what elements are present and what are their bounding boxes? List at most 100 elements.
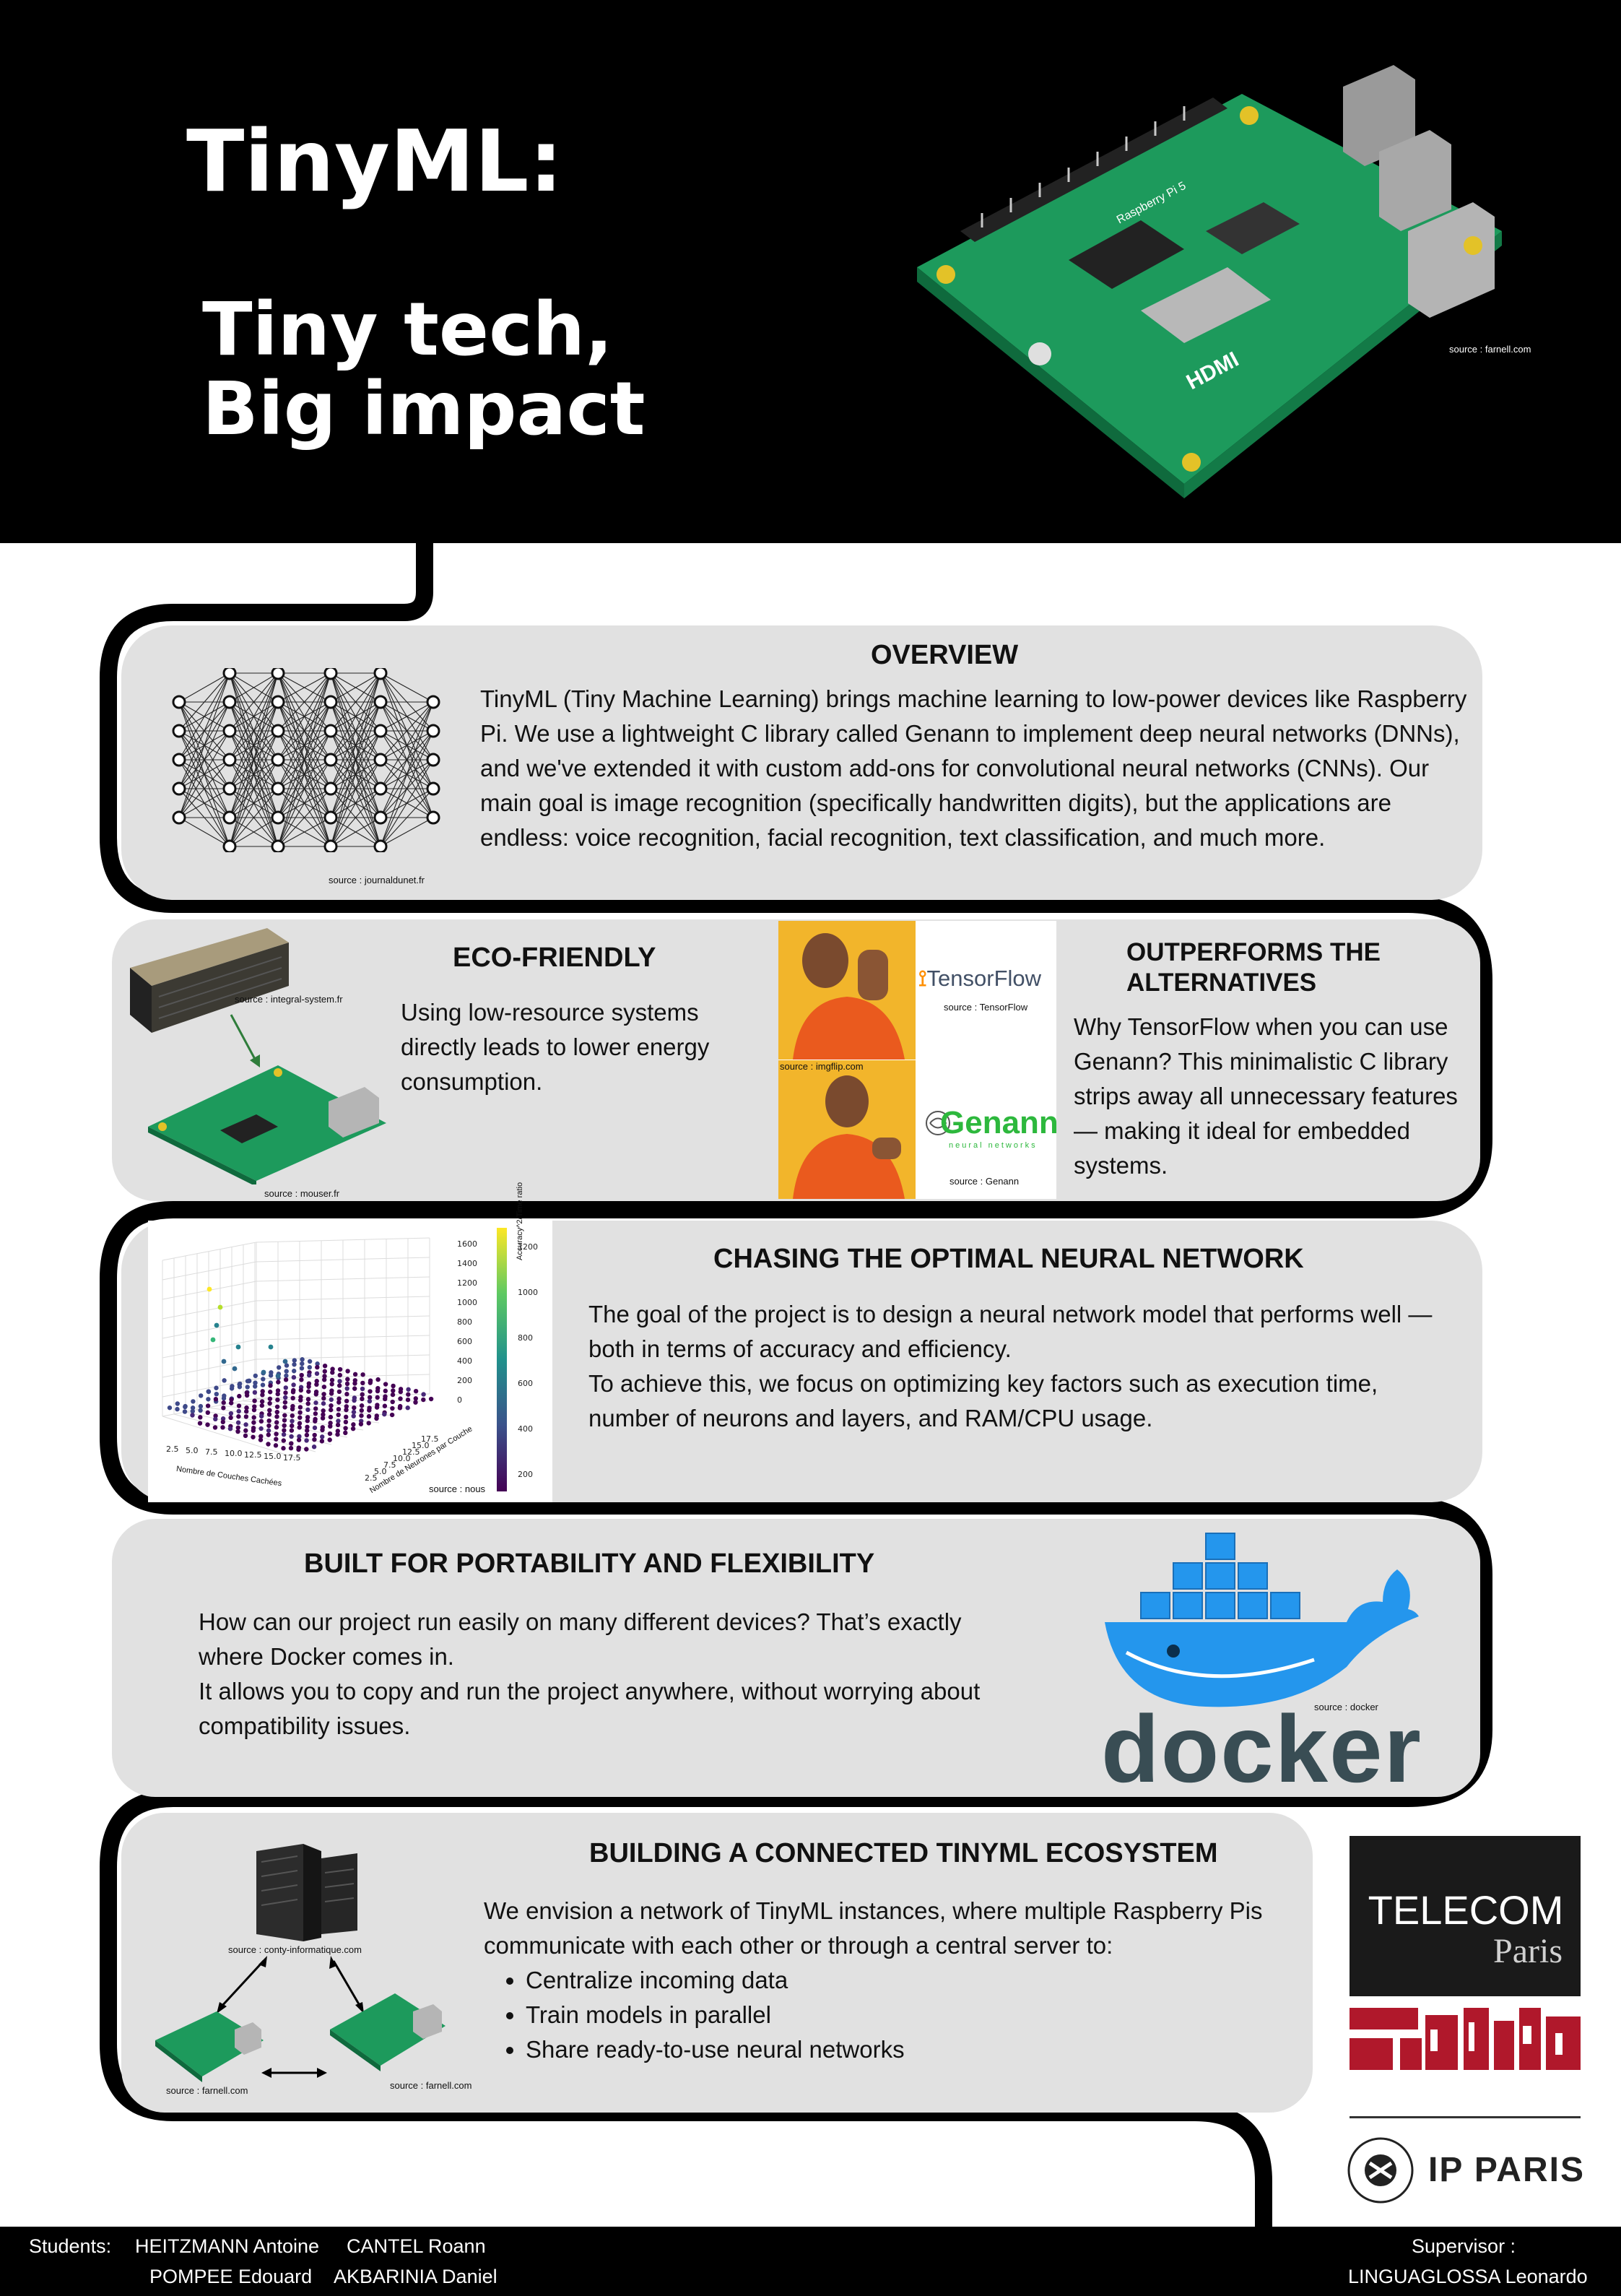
data-point [266, 1423, 271, 1429]
data-point [383, 1396, 388, 1402]
nn-node [426, 810, 440, 825]
data-point [282, 1428, 287, 1433]
data-point [206, 1397, 211, 1402]
data-point [282, 1413, 287, 1418]
nn-node [323, 839, 338, 852]
nn-edge [380, 701, 434, 789]
nn-node [222, 695, 237, 709]
colorbar-tick-label: 1200 [518, 1242, 538, 1252]
tensorflow-icon: ⟟ [918, 966, 927, 991]
data-point [299, 1372, 304, 1378]
data-point [320, 1427, 325, 1433]
nn-edge [277, 730, 331, 847]
nn-node [271, 839, 285, 852]
data-point [217, 1304, 223, 1310]
data-point [307, 1359, 313, 1364]
pi1-source: source : farnell.com [166, 2085, 248, 2096]
docker-wordmark: docker [1101, 1696, 1422, 1802]
student-name: AKBARINIA Daniel [334, 2266, 497, 2287]
nn-edge [178, 672, 230, 732]
genann-brain-icon [926, 1111, 950, 1135]
data-point [390, 1392, 396, 1398]
data-point [344, 1414, 349, 1420]
data-point [336, 1418, 341, 1424]
data-point [291, 1374, 297, 1380]
grid-line [162, 1339, 257, 1359]
colorbar-tick-label: 400 [518, 1424, 533, 1434]
data-point [267, 1400, 272, 1406]
nn-node [323, 753, 338, 767]
data-point [406, 1392, 411, 1397]
data-point [228, 1415, 233, 1421]
data-point [428, 1396, 434, 1402]
colorbar-tick-label: 1000 [518, 1288, 538, 1297]
data-point [391, 1388, 396, 1393]
data-point [268, 1383, 273, 1388]
data-point [299, 1366, 305, 1371]
nn-edge [277, 672, 331, 761]
data-point [252, 1398, 257, 1403]
data-point [282, 1423, 287, 1429]
nn-node [271, 724, 285, 738]
data-point [327, 1431, 333, 1437]
data-point [343, 1426, 348, 1431]
data-point [375, 1395, 380, 1400]
nn-node [172, 781, 186, 796]
data-point [374, 1416, 379, 1421]
nn-node [172, 753, 186, 767]
data-point [297, 1425, 302, 1430]
data-point [282, 1400, 288, 1405]
data-point [345, 1377, 350, 1382]
data-point [273, 1443, 279, 1448]
data-point [351, 1422, 356, 1427]
ip-paris-seal-icon [1347, 2137, 1414, 2204]
nn-edge [380, 672, 434, 703]
data-point [344, 1407, 349, 1413]
grid-line [162, 1320, 257, 1339]
data-point [268, 1344, 274, 1350]
genann-source: source : Genann [949, 1176, 1020, 1187]
data-point [366, 1421, 371, 1426]
data-point [283, 1390, 288, 1395]
nn-edge [178, 672, 230, 789]
chasing-heading: CHASING THE OPTIMAL NEURAL NETWORK [713, 1244, 1304, 1274]
data-point [397, 1405, 403, 1411]
telecom-paris-logo [1350, 1836, 1581, 1996]
data-point [252, 1390, 258, 1395]
nn-node [222, 753, 237, 767]
scatter-3d-chart: 0200400600800100012001400160020040060080… [162, 1228, 538, 1491]
nn-edge [229, 672, 279, 818]
data-point [275, 1388, 281, 1393]
chasing-text2-content: To achieve this, we focus on optimizing … [588, 1370, 1378, 1431]
nn-edge [330, 672, 381, 761]
data-point [297, 1410, 303, 1415]
data-point [190, 1408, 195, 1414]
data-point [251, 1420, 256, 1425]
nn-node [271, 695, 285, 709]
outperforms-heading-line1: OUTPERFORMS THE [1126, 938, 1381, 966]
nn-edge [330, 672, 381, 732]
chasing-text1: The goal of the project is to design a n… [588, 1301, 1433, 1362]
data-point [313, 1406, 318, 1411]
data-point [329, 1407, 334, 1413]
data-point [267, 1396, 273, 1401]
nn-node [271, 781, 285, 796]
data-point [330, 1370, 335, 1375]
nn-node [426, 781, 440, 796]
nn-edge [380, 730, 434, 847]
nn-edge [229, 730, 279, 847]
colorbar-tick-label: 800 [518, 1333, 533, 1343]
data-point [267, 1408, 272, 1413]
grid-line [162, 1261, 257, 1281]
data-point [329, 1377, 335, 1383]
data-point [311, 1444, 317, 1450]
nn-node [172, 810, 186, 825]
data-point [336, 1389, 342, 1395]
data-point [266, 1418, 271, 1424]
z-tick-label: 600 [457, 1337, 472, 1346]
data-point [352, 1405, 357, 1411]
data-point [198, 1415, 203, 1420]
nn-edge [380, 701, 434, 847]
nn-edge [229, 672, 279, 847]
nn-node [323, 668, 338, 680]
